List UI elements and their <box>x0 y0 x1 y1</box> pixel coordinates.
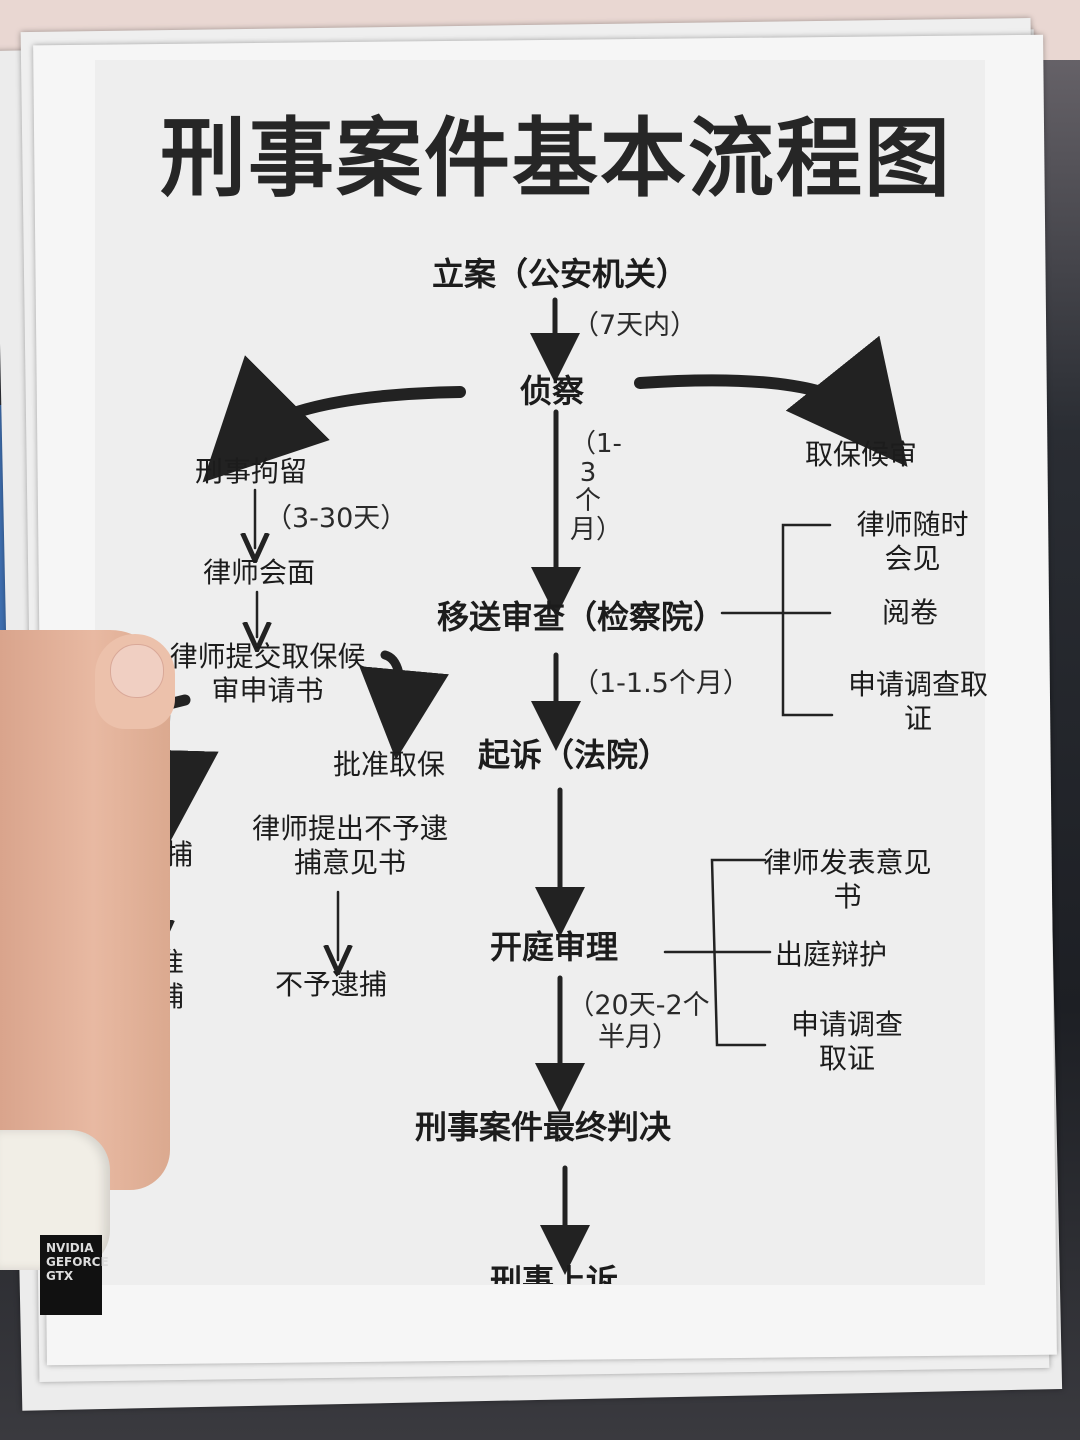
trial-branch-investigation: 申请调查取证 <box>790 1008 903 1075</box>
duration-detention-meeting: （3-30天） <box>265 503 408 534</box>
node-no-arrest: 不予逮捕 <box>275 968 388 1001</box>
arrow-application-bailapproved <box>359 650 449 760</box>
node-investigation: 侦察 <box>520 372 585 410</box>
duration-review-prosecution: （1-1.5个月） <box>572 668 750 699</box>
page-title: 刑事案件基本流程图 <box>160 109 952 209</box>
duration-investigation-review: （1-3个月） <box>570 429 623 545</box>
duration-filing-investigation: （7天内） <box>572 310 698 341</box>
node-bail: 取保候审 <box>805 438 918 471</box>
node-non-arrest-opinion: 律师提出不予逮捕意见书 <box>251 812 448 879</box>
node-bail-approved: 批准取保 <box>333 748 446 781</box>
node-appeal: 刑事上诉 <box>490 1262 619 1284</box>
node-bail-application: 律师提交取保候审申请书 <box>169 640 366 707</box>
node-filing: 立案（公安机关） <box>432 255 689 293</box>
node-final-judgment: 刑事案件最终判决 <box>415 1108 672 1146</box>
node-review: 移送审查（检察院） <box>437 598 726 636</box>
review-bracket <box>781 523 834 717</box>
arrow-investigation-bail <box>634 335 908 467</box>
node-trial: 开庭审理 <box>490 928 619 966</box>
node-prosecution: 起诉（法院） <box>478 736 671 774</box>
duration-trial-judgment: （20天-2个半月） <box>567 990 710 1054</box>
node-detention: 刑事拘留 <box>195 455 308 488</box>
review-branch-read-files: 阅卷 <box>882 596 939 629</box>
trial-branch-defense: 出庭辩护 <box>775 938 888 971</box>
trial-bracket <box>710 858 767 1047</box>
gpu-sticker: NVIDIA GEFORCE GTX <box>40 1235 109 1315</box>
review-branch-meeting: 律师随时会见 <box>856 508 969 575</box>
review-branch-investigation: 申请调查取证 <box>848 668 989 735</box>
trial-branch-opinion: 律师发表意见书 <box>763 846 932 913</box>
thumbnail <box>110 644 164 698</box>
node-lawyer-meeting: 律师会面 <box>203 556 316 589</box>
arrow-investigation-detention <box>202 355 466 483</box>
